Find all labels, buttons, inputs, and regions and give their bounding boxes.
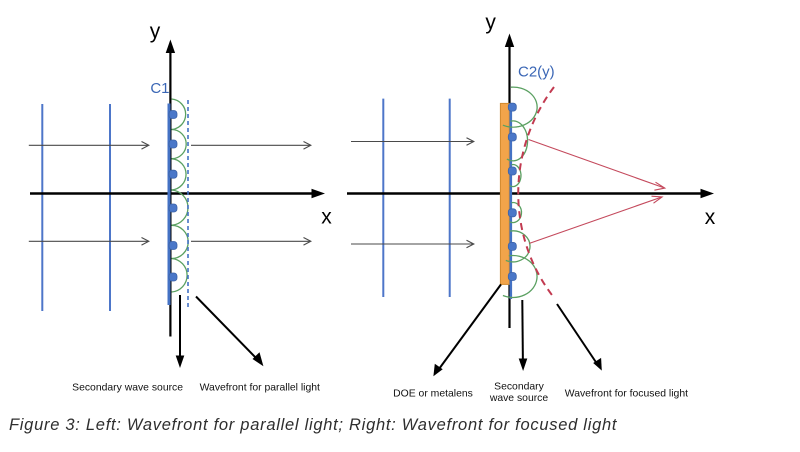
svg-text:wave source: wave source — [489, 393, 549, 404]
svg-text:C2(y): C2(y) — [518, 64, 555, 81]
svg-text:C1: C1 — [150, 80, 169, 97]
svg-text:x: x — [321, 206, 332, 229]
svg-text:x: x — [705, 206, 716, 229]
svg-text:Secondary: Secondary — [494, 382, 544, 393]
svg-text:y: y — [485, 11, 496, 34]
svg-text:Wavefront for parallel light: Wavefront for parallel light — [200, 382, 320, 393]
svg-text:Secondary wave source: Secondary wave source — [72, 382, 183, 393]
svg-text:Wavefront for focused light: Wavefront for focused light — [565, 389, 688, 400]
svg-text:y: y — [150, 20, 161, 43]
svg-text:Figure 3: Left: Wavefront for: Figure 3: Left: Wavefront for parallel l… — [9, 416, 618, 434]
svg-text:DOE or metalens: DOE or metalens — [393, 389, 473, 400]
